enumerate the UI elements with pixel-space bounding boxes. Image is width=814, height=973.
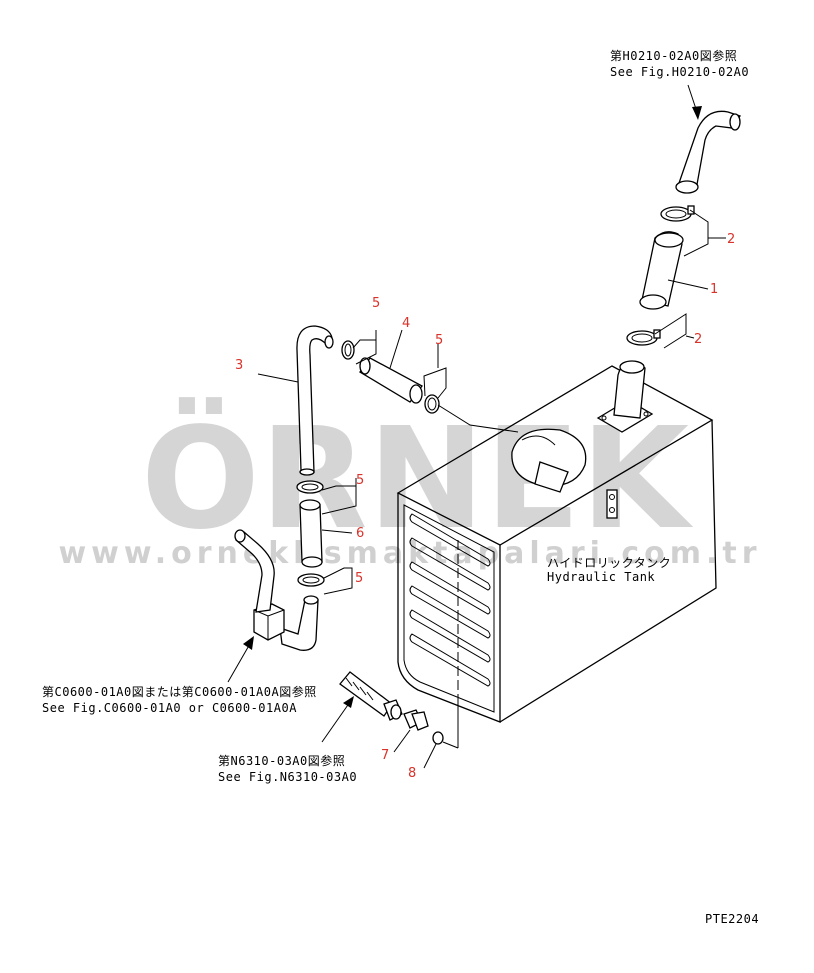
callout-part-8: 8: [408, 766, 416, 781]
callout-part-2-lower: 2: [694, 332, 702, 347]
callout-part-6: 6: [356, 526, 364, 541]
ref-top-jp: 第H0210-02A0図参照: [610, 48, 737, 63]
tank-label-en: Hydraulic Tank: [547, 570, 655, 584]
ref-bottom-en: See Fig.N6310-03A0: [218, 770, 357, 784]
callout-part-5-c: 5: [356, 473, 364, 488]
drawing-code: PTE2204: [705, 912, 759, 926]
drain-assembly: [339, 671, 444, 745]
ref-bottom-jp: 第N6310-03A0図参照: [218, 753, 345, 768]
left-hose-assembly: [234, 325, 519, 651]
watermark: ÖRNEK www.orneklismaktapalari.com.tr: [58, 396, 761, 571]
callout-part-2-upper: 2: [727, 232, 735, 247]
tank-label-jp: ハイドロリックタンク: [547, 556, 671, 570]
ref-left-en: See Fig.C0600-01A0 or C0600-01A0A: [42, 701, 297, 715]
ref-top-en: See Fig.H0210-02A0: [610, 65, 749, 79]
callout-part-5-a: 5: [372, 296, 380, 311]
part-callouts: 2 1 2 3 5 4 5 5 6 5 7 8: [235, 232, 735, 781]
watermark-url: www.orneklismaktapalari.com.tr: [58, 536, 761, 571]
callout-part-1: 1: [710, 282, 718, 297]
watermark-brand: ÖRNEK: [141, 396, 694, 561]
callout-part-5-b: 5: [435, 333, 443, 348]
callout-part-4: 4: [402, 316, 410, 331]
callout-part-3: 3: [235, 358, 243, 373]
top-hose-assembly: [626, 110, 742, 346]
reference-labels: 第H0210-02A0図参照 See Fig.H0210-02A0 第C0600…: [42, 48, 749, 784]
callout-part-7: 7: [381, 748, 389, 763]
hydraulic-tank: ハイドロリックタンク Hydraulic Tank: [396, 360, 717, 749]
ref-left-jp: 第C0600-01A0図または第C0600-01A0A図参照: [42, 684, 317, 699]
callout-part-5-d: 5: [355, 571, 363, 586]
leader-lines: [227, 84, 726, 769]
